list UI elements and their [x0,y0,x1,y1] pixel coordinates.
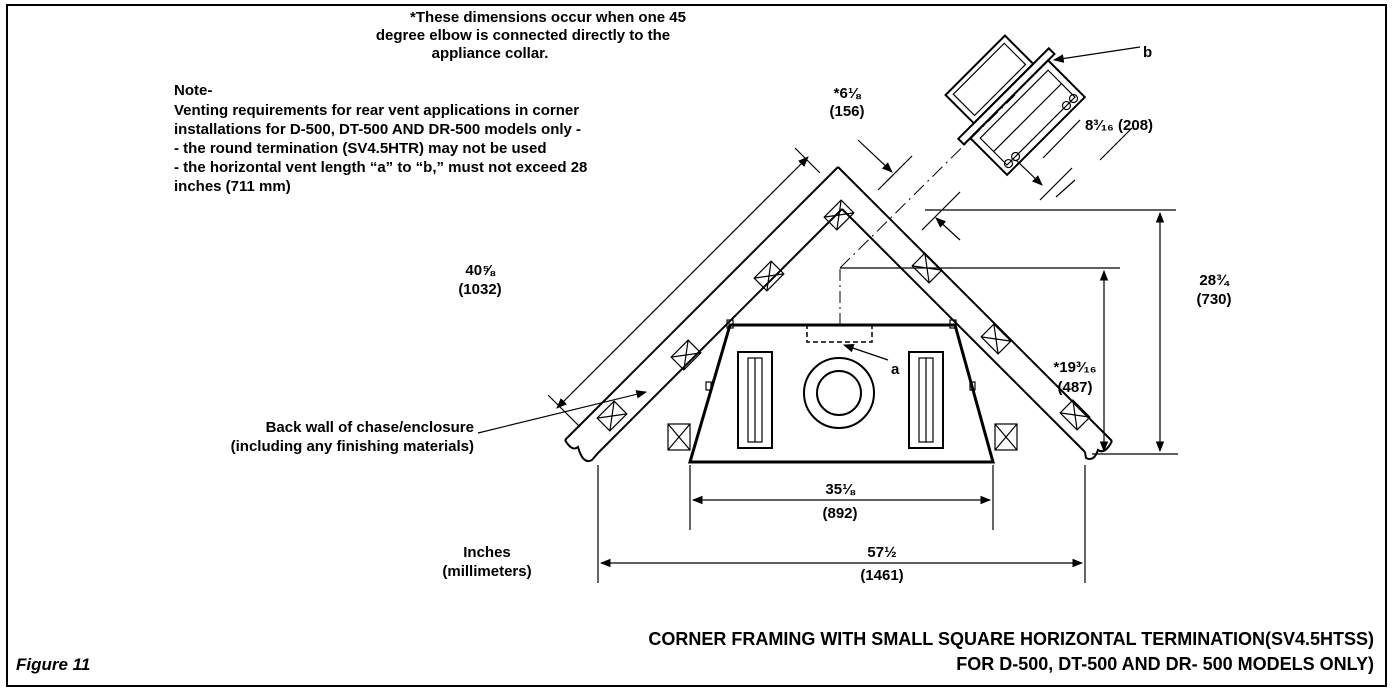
vent-centerline [839,94,1016,325]
dim-40-5-8-metric: (1032) [458,281,501,298]
dim-19-3-16-metric: (487) [1057,379,1092,396]
label-b: b [1143,44,1152,61]
dim-28-3-4-line [925,209,1178,455]
corner-framing-walls [564,166,1113,463]
note-elbow-line: degree elbow is connected directly to th… [376,27,670,44]
floor-studs [667,423,1018,451]
dim-35-1-8-line [689,465,994,530]
label-back-wall-line2: (including any finishing materials) [231,438,474,455]
note-venting-line: - the horizontal vent length “a” to “b,”… [174,159,587,176]
wall-studs-right [911,252,1091,431]
label-units-inches: Inches [463,544,511,561]
label-a: a [891,361,900,378]
note-venting-line: Venting requirements for rear vent appli… [174,102,579,119]
note-venting: Note- Venting requirements for rear vent… [174,82,587,195]
dim-40-5-8-value: 40⅝ [465,262,496,279]
note-elbow: *These dimensions occur when one 45 degr… [376,9,686,62]
dim-40-5-8-line [547,147,821,428]
note-elbow-line: *These dimensions occur when one 45 [410,9,686,26]
note-venting-line: installations for D-500, DT-500 AND DR-5… [174,121,581,138]
figure-number: Figure 11 [16,655,90,674]
dim-57-1-2-line [597,465,1086,583]
note-elbow-line: appliance collar. [432,45,549,62]
dim-28-3-4-value: 28¾ [1199,272,1230,289]
figure-title-line2: FOR D-500, DT-500 AND DR- 500 MODELS ONL… [956,654,1374,674]
dim-57-1-2-metric: (1461) [860,567,903,584]
dim-19-3-16-line [840,267,1120,453]
dim-19-3-16-value: *19³⁄₁₆ [1053,359,1096,376]
appliance-fireplace [687,319,995,464]
leader-b [1052,46,1141,63]
dim-35-1-8-metric: (892) [822,505,857,522]
dim-35-1-8-value: 35⅛ [825,481,856,498]
leader-a [842,344,889,361]
dim-8-3-16-line [1015,119,1133,201]
figure-frame [6,4,1387,687]
label-units-mm: (millimeters) [442,563,531,580]
square-termination [944,34,1087,177]
note-venting-line: inches (711 mm) [174,178,291,195]
dim-57-1-2-value: 57½ [867,544,896,561]
dim-6-1-8-metric: (156) [829,103,864,120]
dim-8-3-16-value: 8³⁄₁₆ (208) [1085,117,1153,134]
figure-title-line1: CORNER FRAMING WITH SMALL SQUARE HORIZON… [648,629,1374,649]
leader-back-wall [477,390,648,434]
dim-28-3-4-metric: (730) [1196,291,1231,308]
note-venting-line: Note- [174,82,212,99]
dim-6-1-8-line [857,139,961,241]
dim-6-1-8-value: *6⅛ [834,85,862,102]
label-back-wall-line1: Back wall of chase/enclosure [266,419,474,436]
note-venting-line: - the round termination (SV4.5HTR) may n… [174,140,547,157]
